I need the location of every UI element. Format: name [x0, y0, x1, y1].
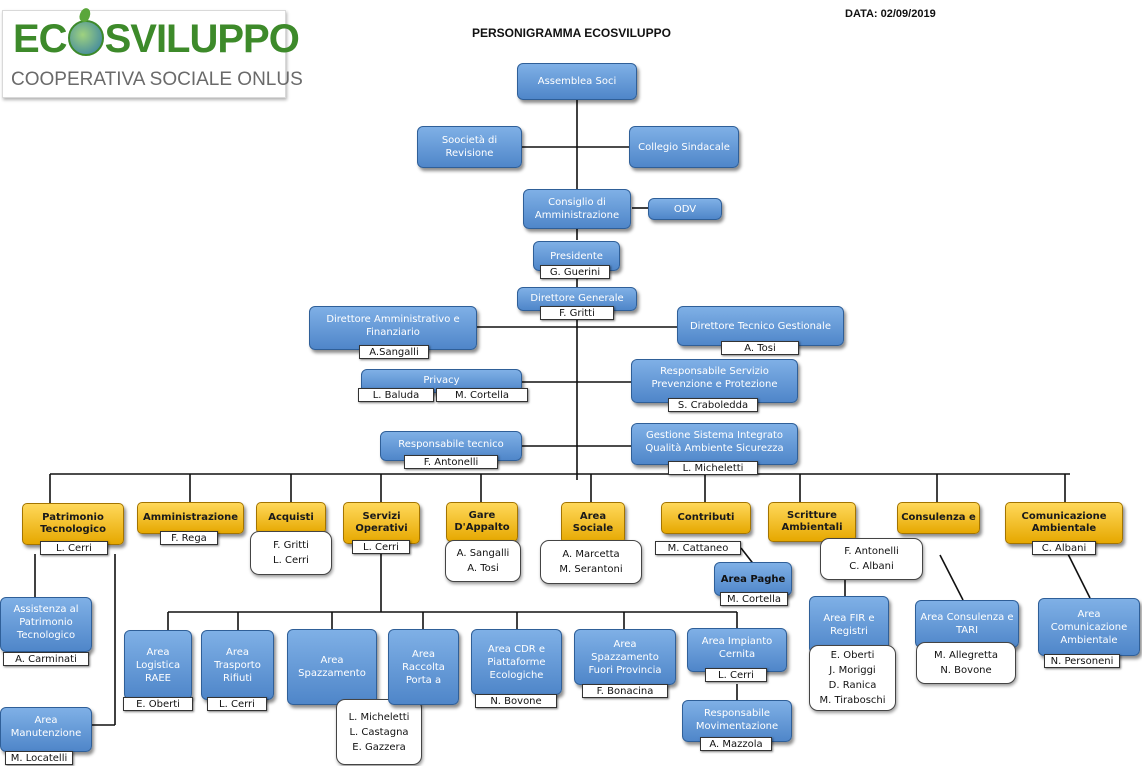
name-amministrazione: F. Rega: [160, 531, 218, 545]
name-comunicazione-ambientale: N. Personeni: [1044, 654, 1120, 668]
name-cons-tari-1: M. Allegretta: [934, 650, 998, 661]
name-gare-1: A. Sangalli: [456, 548, 510, 559]
area-acquisti: Acquisti: [256, 502, 326, 534]
name-consulenza-2: C. Albani: [849, 561, 894, 572]
node-assemblea-soci: Assemblea Soci: [517, 63, 637, 100]
node-odv: ODV: [648, 198, 722, 220]
name-patrimonio: L. Cerri: [40, 541, 108, 555]
name-direttore-generale: F. Gritti: [540, 306, 614, 320]
node-area-logistica: Area Logistica RAEE: [124, 630, 192, 700]
area-patrimonio-tecnologico: Patrimonio Tecnologico: [22, 503, 124, 545]
logo-subtitle: COOPERATIVA SOCIALE ONLUS: [11, 69, 303, 90]
area-consulenza: Consulenza e: [897, 502, 980, 534]
area-gare-appalto: Gare D'Appalto: [446, 502, 518, 542]
name-spazzamento-2: L. Castagna: [349, 726, 409, 738]
name-spazzamento-1: L. Micheletti: [348, 711, 410, 723]
names-sociale: A. Marcetta M. Serantoni: [540, 540, 642, 584]
node-cda: Consiglio di Amministrazione: [523, 189, 631, 229]
area-sociale: Area Sociale: [561, 502, 625, 544]
node-area-manutenzione: Area Manutenzione: [0, 707, 92, 752]
name-privacy-1: L. Baluda: [358, 388, 434, 402]
name-cdr: N. Bovone: [475, 694, 557, 708]
name-gare-2: A. Tosi: [467, 563, 499, 574]
node-assistenza-patrimonio: Assistenza al Patrimonio Tecnologico: [0, 597, 92, 652]
name-direttore-tecnico: A. Tosi: [721, 341, 799, 355]
node-area-cdr: Area CDR e Piattaforme Ecologiche: [471, 629, 562, 695]
name-fir-1: E. Oberti: [830, 650, 875, 661]
node-rspp: Responsabile Servizio Prevenzione e Prot…: [631, 359, 798, 403]
names-fir: E. Oberti J. Moriggi D. Ranica M. Tirabosch…: [809, 645, 896, 711]
name-cernita: L. Cerri: [705, 668, 767, 682]
names-gare: A. Sangalli A. Tosi: [445, 540, 521, 582]
node-responsabile-movimentazione: Responsabile Movimentazione: [682, 700, 792, 742]
node-area-trasporto: Area Trasporto Rifiuti: [201, 630, 274, 700]
name-sociale-2: M. Serantoni: [559, 564, 623, 575]
name-paghe: M. Cortella: [720, 592, 788, 606]
name-acquisti-1: F. Gritti: [273, 540, 309, 551]
name-trasporto: L. Cerri: [207, 697, 267, 711]
name-direttore-amministrativo: A.Sangalli: [359, 345, 429, 359]
name-cons-tari-2: N. Bovone: [940, 665, 992, 676]
name-manutenzione: M. Locatelli: [5, 751, 73, 765]
name-consulenza-1: F. Antonelli: [844, 546, 899, 557]
node-societa-revisione: Soocietà di Revisione: [417, 126, 522, 168]
name-gestione-sistema-integrato: L. Micheletti: [668, 461, 758, 475]
name-responsabile-tecnico: F. Antonelli: [404, 455, 498, 469]
node-area-consulenza-tari: Area Consulenza e TARI: [915, 600, 1019, 648]
area-amministrazione: Amministrazione: [137, 502, 244, 534]
node-area-impianto-cernita: Area Impianto Cernita: [687, 628, 787, 672]
node-area-fir-registri: Area FIR e Registri: [809, 596, 889, 654]
name-movimentazione: A. Mazzola: [700, 737, 772, 751]
area-contributi: Contributi: [661, 502, 751, 534]
globe-leaf-icon: [67, 20, 104, 56]
name-rspp: S. Craboledda: [668, 398, 758, 412]
area-servizi-operativi: Servizi Operativi: [343, 502, 420, 544]
node-area-paghe: Area Paghe: [714, 562, 792, 596]
name-fir-3: D. Ranica: [828, 680, 877, 691]
chart-title: PERSONIGRAMMA ECOSVILUPPO: [472, 26, 671, 40]
names-acquisti: F. Gritti L. Cerri: [250, 531, 332, 575]
area-comunicazione-ambientale: Comunicazione Ambientale: [1005, 502, 1123, 544]
names-consulenza: F. Antonelli C. Albani: [820, 538, 923, 580]
name-contributi: M. Cattaneo: [655, 541, 741, 555]
name-fir-4: M. Tiraboschi: [819, 695, 886, 706]
chart-date: DATA: 02/09/2019: [845, 8, 936, 20]
node-direttore-tecnico: Direttore Tecnico Gestionale: [677, 306, 844, 346]
name-fir-2: J. Moriggi: [829, 665, 876, 676]
name-assistenza: A. Carminati: [3, 652, 89, 666]
name-servizi-operativi: L. Cerri: [352, 540, 410, 554]
node-area-spazzamento-fuori-provincia: Area Spazzamento Fuori Provincia: [574, 629, 676, 685]
node-area-comunicazione-ambientale: Area Comunicazione Ambientale: [1038, 598, 1140, 656]
name-fuori-provincia: F. Bonacina: [582, 684, 668, 698]
node-area-raccolta: Area Raccolta Porta a: [388, 629, 459, 705]
name-acquisti-2: L. Cerri: [273, 555, 309, 566]
name-presidente: G. Guerini: [540, 265, 610, 279]
name-sociale-1: A. Marcetta: [562, 549, 620, 560]
node-collegio-sindacale: Collegio Sindacale: [629, 126, 739, 168]
area-scritture-ambientali: Scritture Ambientali: [768, 502, 856, 542]
node-gestione-sistema-integrato: Gestione Sistema Integrato Qualità Ambie…: [631, 423, 798, 465]
name-privacy-2: M. Cortella: [436, 388, 528, 402]
names-consulenza-tari: M. Allegretta N. Bovone: [916, 642, 1016, 684]
name-spazzamento-3: E. Gazzera: [352, 741, 406, 753]
name-logistica: E. Oberti: [123, 697, 193, 711]
names-spazzamento: L. Micheletti L. Castagna E. Gazzera: [336, 699, 422, 765]
name-comunicazione: C. Albani: [1032, 541, 1096, 555]
node-direttore-amministrativo: Direttore Amministrativo e Finanziario: [309, 306, 477, 350]
node-area-spazzamento: Area Spazzamento: [287, 629, 377, 705]
